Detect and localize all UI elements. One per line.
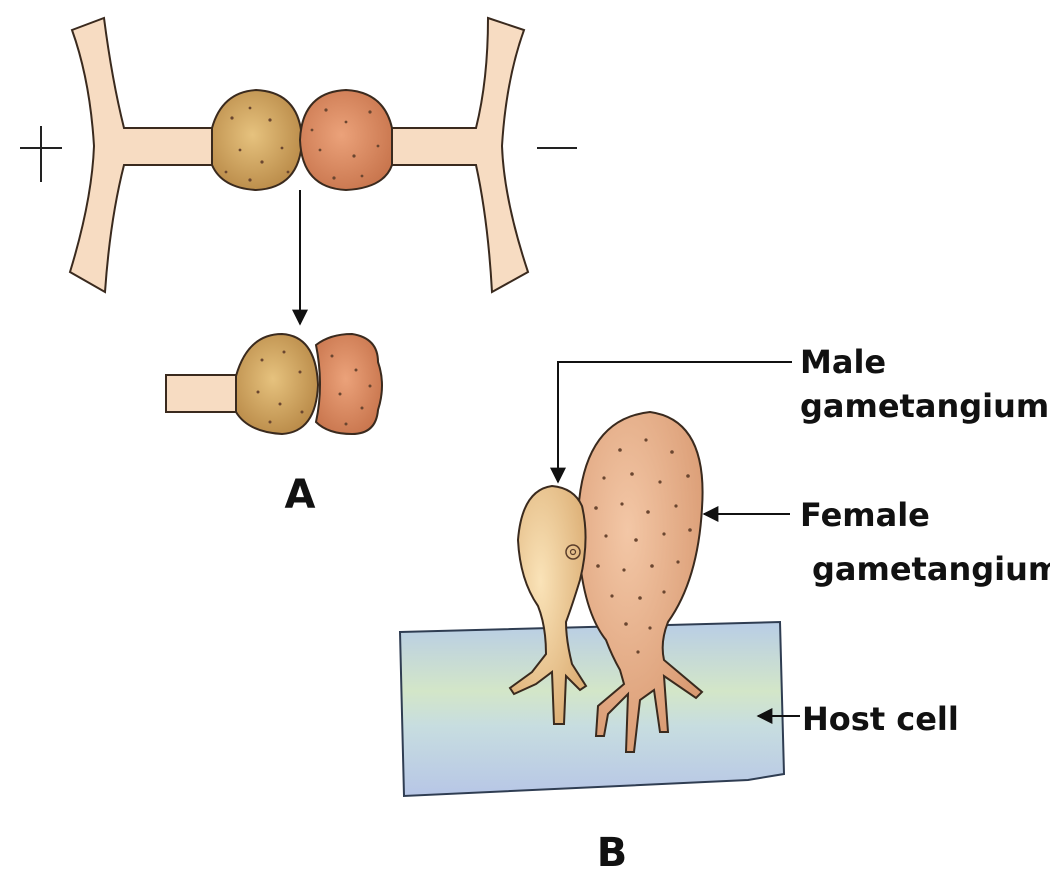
minus-hypha [390,18,528,292]
panel-b: Male gametangium Female gametangium Host… [400,343,1050,872]
plus-hypha [70,18,215,292]
plus-gametangium [212,90,302,190]
fused-plus-half [236,334,318,434]
female-label-line2: gametangium [812,550,1050,588]
host-cell [400,622,784,796]
panel-b-letter: B [597,830,628,872]
panel-a: A [20,18,577,518]
male-label-line2: gametangium [800,387,1049,425]
minus-gametangium [300,90,392,190]
fused-minus-half [316,334,382,434]
male-label-line1: Male [800,343,886,381]
fused-hypha [166,375,240,412]
female-label-line1: Female [800,496,930,534]
plus-sign [20,126,62,182]
host-label: Host cell [802,700,959,738]
panel-a-letter: A [285,472,316,518]
